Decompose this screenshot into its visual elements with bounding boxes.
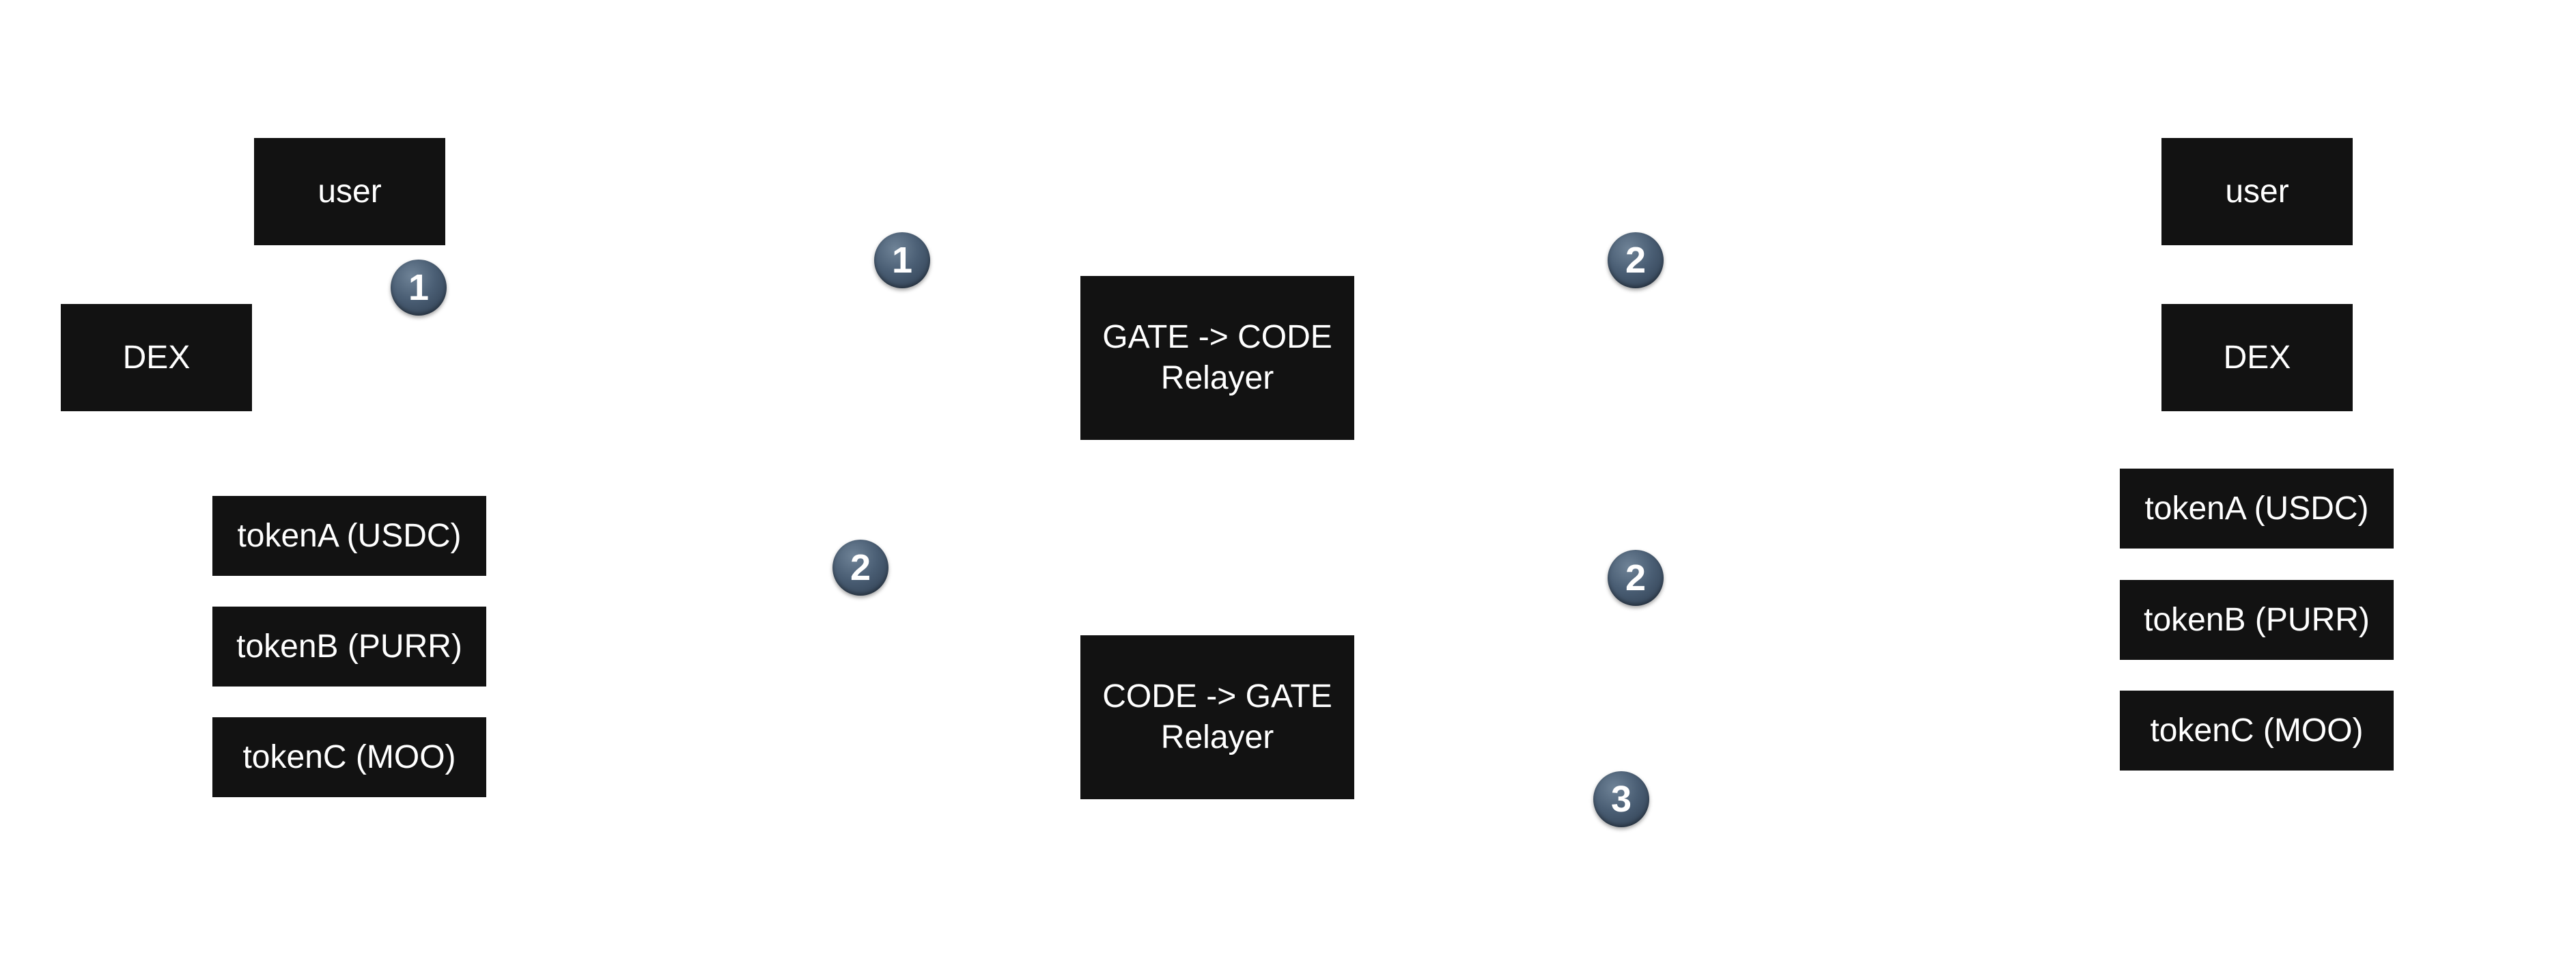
- left-token-a-node: tokenA (USDC): [212, 496, 486, 576]
- right-dex-label: DEX: [2223, 339, 2291, 376]
- step-badge: 2: [1608, 550, 1664, 606]
- code-to-gate-relayer-node: CODE -> GATE Relayer: [1080, 635, 1354, 799]
- right-user-label: user: [2225, 173, 2289, 210]
- step-badge: 2: [1608, 232, 1664, 288]
- step-badge: 2: [832, 540, 888, 596]
- step-badge: 1: [391, 260, 447, 316]
- left-dex-node: DEX: [61, 304, 252, 411]
- left-token-c-label: tokenC (MOO): [242, 738, 456, 775]
- right-dex-node: DEX: [2161, 304, 2353, 411]
- left-user-label: user: [318, 173, 382, 210]
- left-token-a-label: tokenA (USDC): [237, 517, 462, 554]
- left-user-node: user: [254, 138, 445, 245]
- right-token-a-label: tokenA (USDC): [2144, 490, 2369, 527]
- left-token-b-node: tokenB (PURR): [212, 607, 486, 687]
- left-dex-label: DEX: [122, 339, 191, 376]
- right-token-b-label: tokenB (PURR): [2144, 601, 2370, 638]
- right-user-node: user: [2161, 138, 2353, 245]
- code-to-gate-relayer-label: CODE -> GATE Relayer: [1102, 678, 1332, 756]
- step-badge: 3: [1593, 771, 1649, 827]
- left-token-b-label: tokenB (PURR): [236, 628, 462, 665]
- gate-to-code-relayer-label: GATE -> CODE Relayer: [1102, 319, 1332, 396]
- left-token-c-node: tokenC (MOO): [212, 717, 486, 797]
- right-token-b-node: tokenB (PURR): [2120, 580, 2394, 660]
- right-token-c-label: tokenC (MOO): [2150, 712, 2364, 749]
- gate-to-code-relayer-node: GATE -> CODE Relayer: [1080, 276, 1354, 440]
- right-token-a-node: tokenA (USDC): [2120, 469, 2394, 549]
- step-badge: 1: [874, 232, 930, 288]
- right-token-c-node: tokenC (MOO): [2120, 691, 2394, 771]
